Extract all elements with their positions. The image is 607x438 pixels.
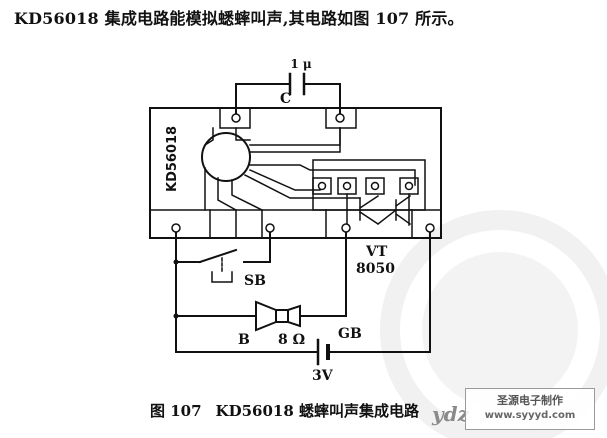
intro-text: KD56018 集成电路能模拟蟋蟀叫声,其电路如图 107 所示。 (14, 9, 464, 28)
capacitor-value-label: 1 μ (290, 57, 312, 71)
speaker-cone (255, 300, 278, 332)
ic-label: KD56018 (165, 126, 180, 192)
capacitor-name-label: C (280, 91, 291, 107)
watermark-site-url: www.syyyd.com (484, 410, 576, 421)
watermark-seal (380, 210, 607, 438)
transistor-part-label: 8050 (356, 261, 395, 277)
ic-die (201, 132, 251, 182)
figure-title: KD56018 蟋蟀叫声集成电路 (215, 402, 419, 420)
transistor-name-label: VT (365, 244, 388, 260)
watermark-badge[interactable]: 圣源电子制作 www.syyyd.com (465, 388, 595, 430)
watermark-logo: ydz (432, 402, 469, 426)
battery-name-label: GB (338, 326, 362, 342)
speaker-name-label: B (238, 332, 250, 348)
speaker-body (275, 309, 289, 323)
switch-button (211, 271, 233, 283)
figure-number: 图 107 (150, 402, 202, 420)
watermark-site-name: 圣源电子制作 (497, 394, 563, 407)
speaker-value-label: 8 Ω (278, 332, 305, 348)
figure-caption: 图 107 KD56018 蟋蟀叫声集成电路 (150, 400, 433, 421)
switch-name-label: SB (244, 273, 266, 289)
ic-body (149, 107, 442, 239)
switch-contact (198, 248, 238, 264)
transistor-symbol (346, 193, 412, 226)
battery-value-label: 3V (312, 368, 334, 384)
